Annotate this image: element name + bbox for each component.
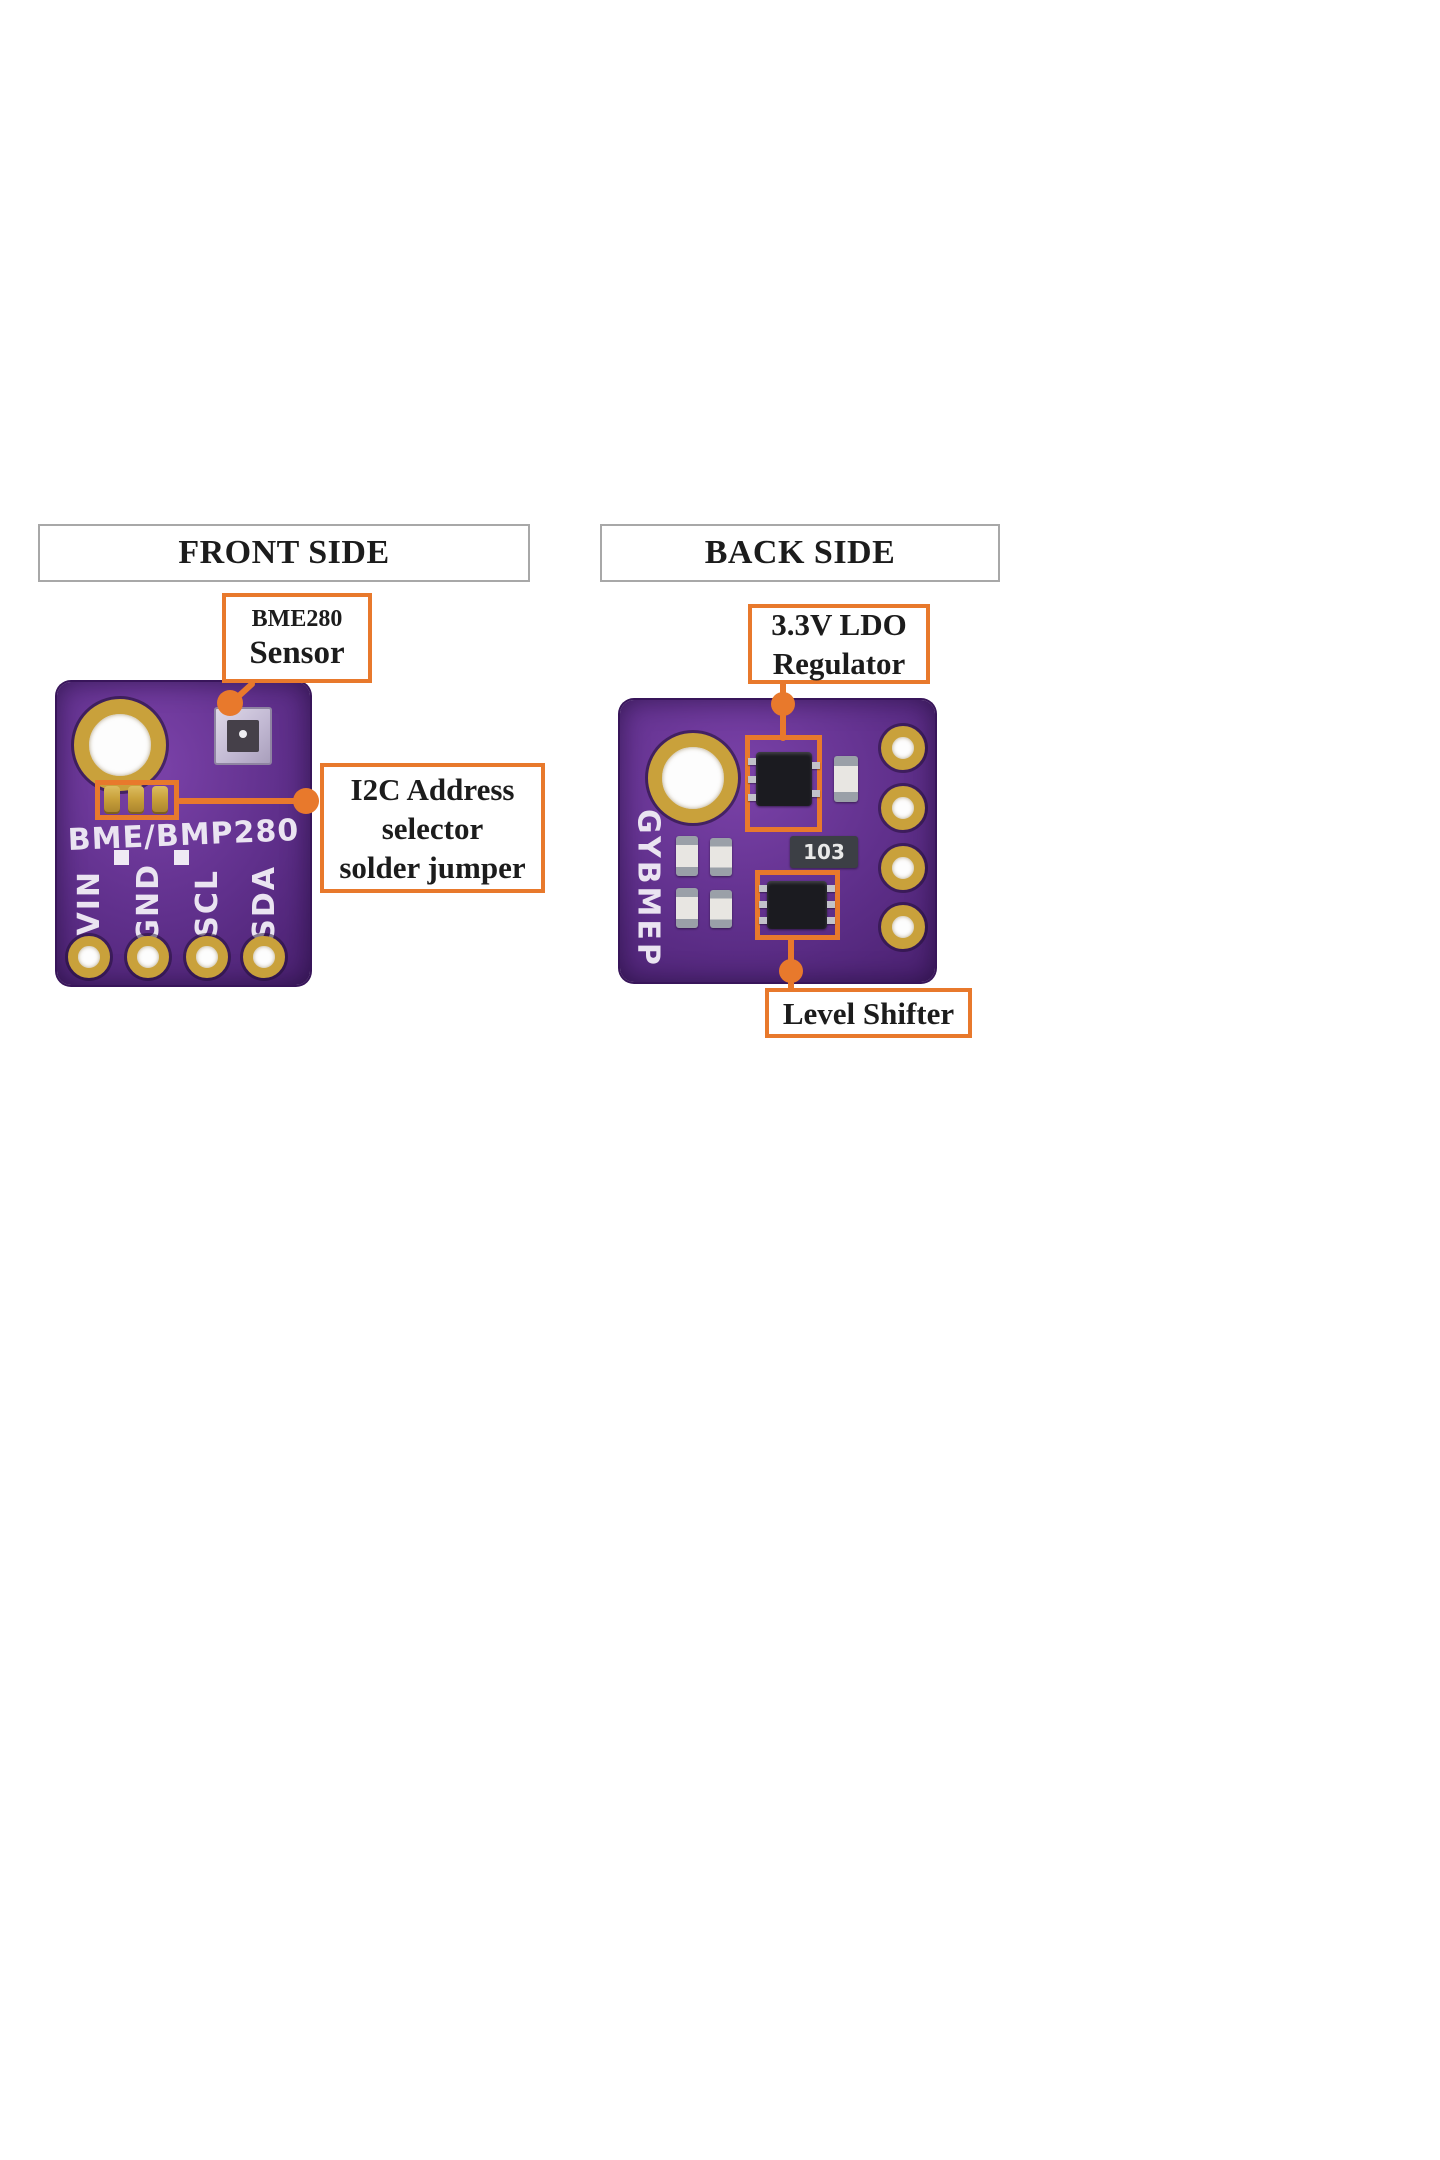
chip-leg — [812, 762, 820, 769]
front-side-header: FRONT SIDE — [38, 524, 530, 582]
mounting-hole — [74, 699, 166, 791]
chip-leg — [748, 794, 756, 801]
callout-i2c-line3: solder jumper — [339, 849, 526, 885]
callout-i2c-jumper: I2C Address selector solder jumper — [320, 763, 545, 893]
chip-leg — [759, 901, 767, 908]
chip-leg — [827, 885, 835, 892]
solder-pad — [104, 786, 120, 814]
callout-ldo-line1: 3.3V LDO — [771, 607, 907, 642]
passive-component — [676, 888, 698, 928]
solder-pad — [128, 786, 144, 814]
back-pcb: GYBMEP 103 — [620, 700, 935, 982]
chip-leg — [748, 776, 756, 783]
chip-leg — [759, 917, 767, 924]
back-side-header: BACK SIDE — [600, 524, 1000, 582]
silkscreen-mark — [174, 850, 189, 865]
pin-hole — [881, 905, 925, 949]
callout-ldo-line2: Regulator — [772, 646, 906, 681]
callout-bme280-line1: BME280 — [251, 606, 343, 632]
mounting-hole — [648, 733, 738, 823]
pin-hole — [881, 726, 925, 770]
pin-hole — [881, 786, 925, 830]
ldo-regulator-chip — [748, 752, 820, 806]
i2c-jumper-highlight-rect — [95, 780, 179, 820]
chip-leg — [827, 901, 835, 908]
passive-component — [710, 890, 732, 928]
back-side-header-label: BACK SIDE — [704, 534, 896, 571]
pin-hole-scl — [186, 936, 228, 978]
passive-component — [834, 756, 858, 802]
passive-component — [710, 838, 732, 876]
sensor-chip — [214, 707, 272, 765]
chip-leg — [748, 758, 756, 765]
callout-level-shifter: Level Shifter — [765, 988, 972, 1038]
silkscreen-mark — [114, 850, 129, 865]
pin-hole-vin — [68, 936, 110, 978]
pin-hole — [881, 846, 925, 890]
callout-level-shifter-label: Level Shifter — [782, 995, 955, 1031]
callout-bme280-sensor: BME280 Sensor — [222, 593, 372, 683]
callout-i2c-line1: I2C Address — [350, 771, 515, 807]
chip-leg — [812, 790, 820, 797]
passive-component — [676, 836, 698, 876]
back-board-silkscreen: GYBMEP — [630, 808, 666, 968]
front-pcb: BME/BMP280 VIN GND SCL SDA — [57, 682, 310, 985]
chip-leg — [827, 917, 835, 924]
callout-ldo-regulator: 3.3V LDO Regulator — [748, 604, 930, 684]
solder-pad — [152, 786, 168, 814]
callout-i2c-line2: selector — [381, 810, 484, 846]
resistor-103: 103 — [790, 836, 858, 868]
front-side-header-label: FRONT SIDE — [178, 534, 390, 571]
chip-leg — [759, 885, 767, 892]
resistor-103-label: 103 — [803, 840, 845, 864]
callout-bme280-line2: Sensor — [249, 635, 345, 671]
pin-hole-sda — [243, 936, 285, 978]
pin-hole-gnd — [127, 936, 169, 978]
level-shifter-highlight-rect — [755, 870, 840, 940]
level-shifter-chip — [759, 881, 835, 929]
sensor-vent-hole — [239, 730, 247, 738]
